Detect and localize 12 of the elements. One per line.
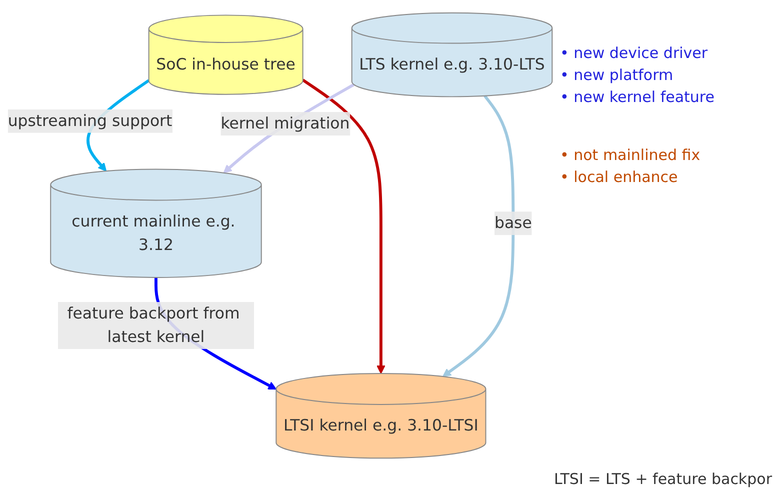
edge-label: feature backport from latest kernel bbox=[67, 303, 240, 346]
bullet-item: • local enhance bbox=[560, 168, 678, 186]
bullet-item: • new platform bbox=[560, 66, 674, 84]
bullet-item: • new kernel feature bbox=[560, 88, 714, 106]
edge-label: kernel migration bbox=[220, 113, 350, 132]
edge-label: base bbox=[494, 213, 532, 232]
arrow bbox=[302, 78, 386, 374]
arrow bbox=[442, 94, 515, 376]
bullet-item: • new device driver bbox=[560, 44, 708, 62]
edge-label: upstreaming support bbox=[8, 110, 172, 130]
caption: LTSI = LTS + feature backpor bbox=[552, 470, 773, 490]
bullet-item: • not mainlined fix bbox=[560, 146, 700, 164]
